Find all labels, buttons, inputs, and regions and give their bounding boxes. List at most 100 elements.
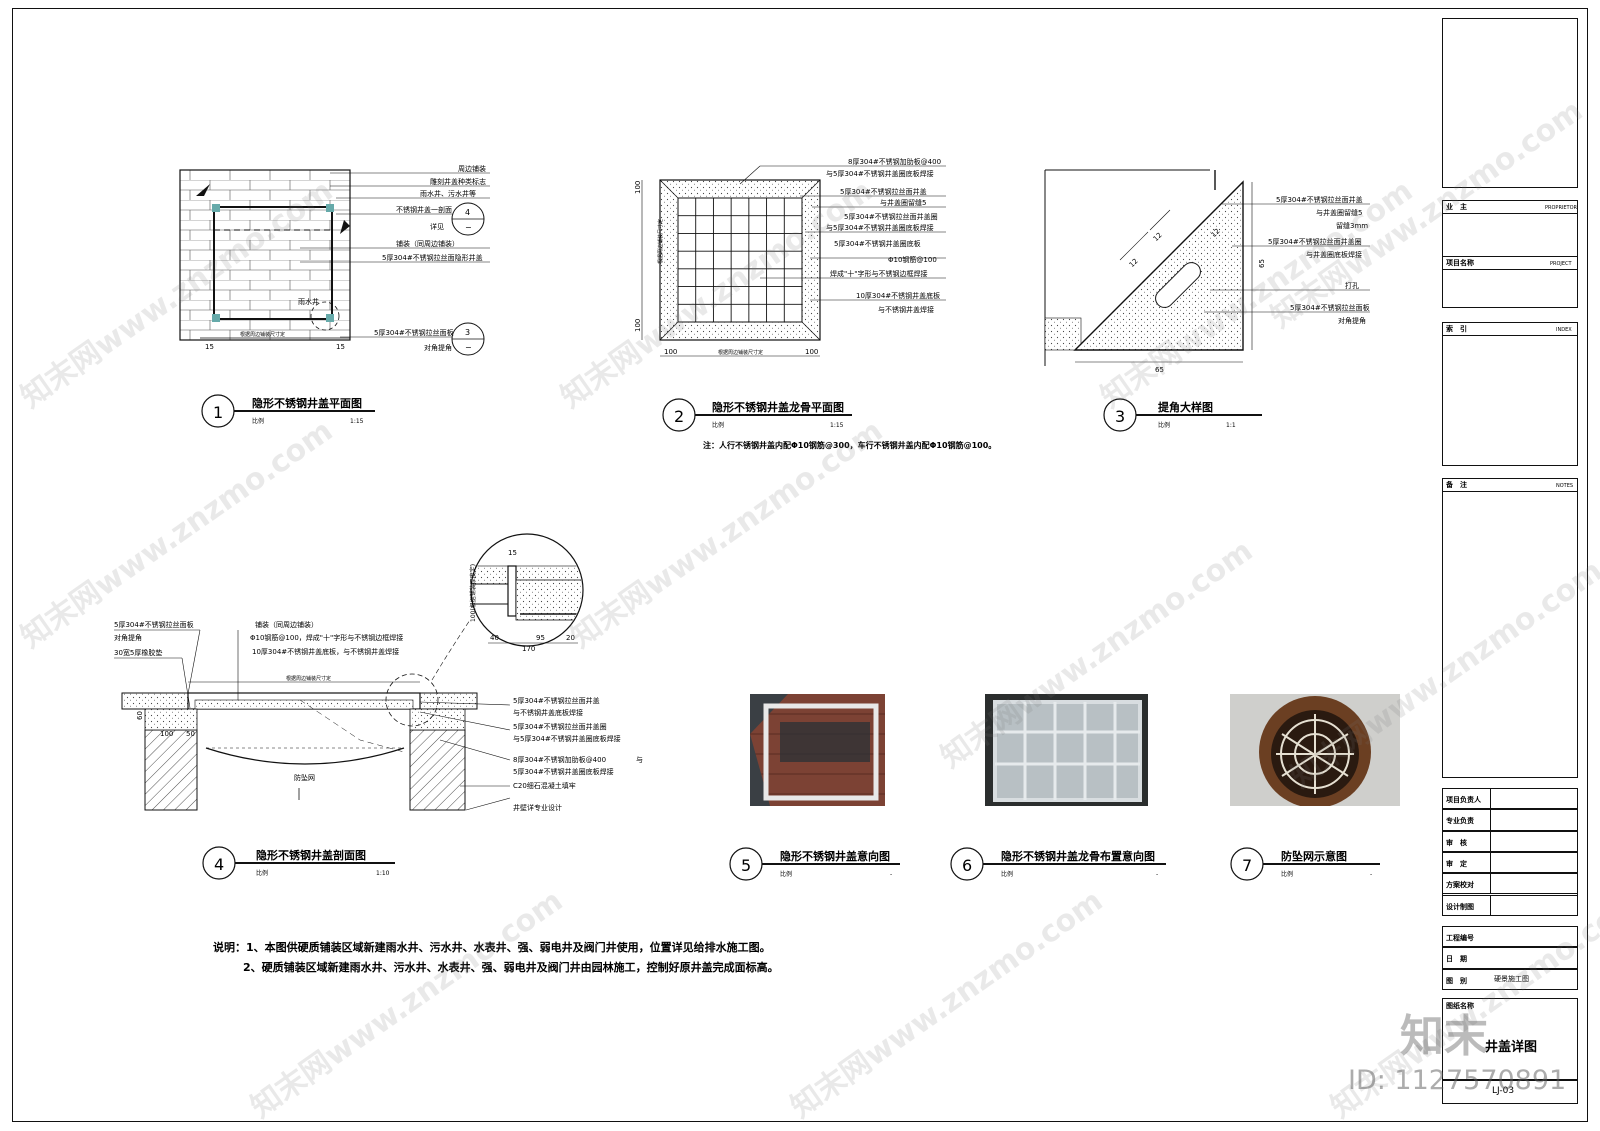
d4-cl-top-2: 10厚304#不锈钢井盖底板，与不锈钢井盖焊接 bbox=[252, 647, 399, 656]
d4-cl-left-2: 30宽5厚橡胶垫 bbox=[114, 648, 162, 657]
drawing-6-title: 6 隐形不锈钢井盖龙骨布置意向图 比例 - bbox=[950, 847, 1166, 881]
d5-scale-label: 比例 bbox=[780, 870, 792, 878]
d4-cl-right-6: 5厚304#不锈钢井盖圈底板焊接 bbox=[513, 767, 614, 776]
d2-scale: 1:15 bbox=[830, 422, 844, 429]
d4-num: 4 bbox=[214, 855, 224, 874]
d3-scale: 1:1 bbox=[1226, 422, 1236, 429]
d2-callout-10: 与不锈钢井盖焊接 bbox=[878, 305, 934, 314]
svg-text:−: − bbox=[465, 343, 472, 352]
d6-num: 6 bbox=[962, 856, 972, 875]
d4-cl-right-4: 8厚304#不锈钢加肋板@400 bbox=[513, 755, 606, 764]
d4-detail-dim-4: 170 bbox=[522, 645, 535, 653]
d1-callout-6: 5厚304#不锈钢拉丝面隐形井盖 bbox=[382, 253, 483, 262]
tb-project-en: PROJECT bbox=[1550, 261, 1572, 267]
tb-role-label: 专业负责 bbox=[1446, 817, 1474, 826]
d3-dim-b: 12 bbox=[1152, 231, 1164, 243]
d1-callout-3: 不锈钢井盖一剖面 bbox=[396, 205, 452, 214]
d2-callout-6: 5厚304#不锈钢井盖圈底板 bbox=[834, 239, 921, 248]
tb-role-row: 专业负责 bbox=[1442, 809, 1578, 831]
photo-safety-net bbox=[1230, 694, 1400, 806]
svg-text:−: − bbox=[465, 223, 472, 232]
photo-frame-layout bbox=[985, 694, 1148, 806]
note-line-2: 2、硬质铺装区域新建雨水井、污水井、水表井、强、弱电井及阀门井由园林施工，控制好… bbox=[243, 961, 779, 974]
d3-callout-7: 对角提角 bbox=[1338, 316, 1366, 325]
d4-cl-right-2: 5厚304#不锈钢拉丝面井盖圈 bbox=[513, 722, 607, 731]
d1-callout-8: 对角提角 bbox=[424, 343, 452, 352]
d1-callout-4: 详见 bbox=[430, 222, 444, 231]
d3-scale-label: 比例 bbox=[1158, 421, 1170, 429]
d1-inner-label: 雨水井 bbox=[298, 297, 319, 306]
d7-num: 7 bbox=[1242, 856, 1252, 875]
d4-cl-right-0: 5厚304#不锈钢拉丝面井盖 bbox=[513, 696, 600, 705]
tb-index-en: INDEX bbox=[1556, 327, 1572, 333]
d1-ref-a: 4 bbox=[465, 208, 470, 217]
d1-num: 1 bbox=[213, 403, 223, 422]
svg-text:根据周边铺装尺寸定: 根据周边铺装尺寸定 bbox=[718, 349, 763, 356]
d1-ref-b: 3 bbox=[465, 328, 470, 337]
d4-cl-top-1: Φ10钢筋@100，焊成"十"字形与不锈钢边框焊接 bbox=[250, 633, 403, 642]
d2-dim-bl: 100 bbox=[664, 348, 677, 356]
d4-net-label: 防坠网 bbox=[294, 773, 315, 782]
d4-cl-right-1: 与不锈钢井盖底板焊接 bbox=[513, 708, 583, 717]
drawing-4-section: 根据周边铺装尺寸定 60 100 50 防坠网 15 40 95 20 170 … bbox=[114, 533, 643, 880]
tb-notes-en: NOTES bbox=[1556, 483, 1574, 489]
d1-scale: 1:15 bbox=[350, 418, 364, 425]
d2-callout-0: 8厚304#不锈钢加肋板@400 bbox=[848, 157, 941, 166]
tb-role-row: 审 定 bbox=[1442, 851, 1578, 874]
d2-dim-bot: 100 bbox=[634, 319, 642, 332]
d4-cl-right-5: 与 bbox=[636, 756, 643, 764]
d3-callout-0: 5厚304#不锈钢拉丝面井盖 bbox=[1276, 195, 1363, 204]
d1-callout-5: 铺装（同周边铺装） bbox=[396, 239, 459, 248]
d1-callout-0: 周边铺装 bbox=[458, 164, 486, 173]
d4-detail-dim-0: 15 bbox=[508, 549, 517, 557]
tb-role-label: 审 定 bbox=[1446, 859, 1467, 868]
tb-notes-label: 备 注 bbox=[1446, 481, 1467, 489]
d5-num: 5 bbox=[741, 856, 751, 875]
d1-dim-bottom: 根据周边铺装尺寸定 bbox=[240, 331, 285, 338]
d3-callout-2: 留缝3mm bbox=[1336, 221, 1368, 230]
drawing-7-title: 7 防坠网示意图 比例 - bbox=[1230, 847, 1380, 881]
drawing-2-frame-plan: 100 100 根据周边铺装尺寸定 100 100 根据周边铺装尺寸定 8厚30… bbox=[634, 157, 996, 450]
d3-dim-c: 12 bbox=[1210, 227, 1222, 239]
d1-callout-1: 雕刻井盖种类标志 bbox=[430, 177, 486, 186]
d3-dim-bottom: 65 bbox=[1155, 366, 1164, 374]
tb-meta-label: 图 别 bbox=[1446, 976, 1467, 985]
d2-dim-top: 100 bbox=[634, 181, 642, 194]
d1-dim-right: 15 bbox=[336, 343, 345, 351]
d4-detail-dim-3: 20 bbox=[566, 634, 575, 642]
photo-cover-example bbox=[750, 694, 885, 806]
d6-title: 隐形不锈钢井盖龙骨布置意向图 bbox=[1001, 849, 1155, 863]
tb-sheet-name-label: 图纸名称 bbox=[1446, 1002, 1474, 1010]
tb-sheet-name: 井盖详图 bbox=[1485, 1040, 1538, 1055]
d2-dim-br: 100 bbox=[805, 348, 818, 356]
tb-sheet-no: LJ-03 bbox=[1492, 1086, 1515, 1096]
d2-callout-1: 与5厚304#不锈钢井盖圈底板焊接 bbox=[826, 169, 934, 178]
d3-dim-side: 65 bbox=[1258, 259, 1266, 268]
id-watermark: ID: 1127570891 bbox=[1348, 1065, 1567, 1096]
note-line-1: 说明：1、本图供硬质铺装区域新建雨水井、污水井、水表井、强、弱电井及阀门井使用，… bbox=[213, 941, 771, 954]
d4-cl-top-0: 铺装（同周边铺装） bbox=[255, 620, 318, 629]
d3-title: 提角大样图 bbox=[1158, 400, 1213, 414]
d2-scale-label: 比例 bbox=[712, 421, 724, 429]
brand-watermark: 知末 bbox=[1400, 1011, 1488, 1062]
d4-dim-mid: 根据周边铺装尺寸定 bbox=[286, 675, 331, 682]
d4-cl-left-0: 5厚304#不锈钢拉丝面板 bbox=[114, 620, 194, 629]
tb-role-label: 项目负责人 bbox=[1446, 796, 1481, 804]
d2-callout-9: 10厚304#不锈钢井盖底板 bbox=[856, 291, 940, 300]
tb-role-label: 审 核 bbox=[1446, 838, 1467, 847]
tb-owner-label: 业 主 bbox=[1446, 203, 1467, 211]
d1-title: 隐形不锈钢井盖平面图 bbox=[252, 396, 362, 410]
d5-title: 隐形不锈钢井盖意向图 bbox=[780, 849, 890, 863]
d4-scale: 1:10 bbox=[376, 870, 390, 877]
d7-scale-label: 比例 bbox=[1281, 870, 1293, 878]
drawing-frame bbox=[12, 8, 1588, 1122]
d6-scale: - bbox=[1156, 871, 1158, 878]
d2-num: 2 bbox=[674, 407, 684, 426]
tb-meta-label: 工程编号 bbox=[1446, 934, 1474, 942]
d2-callout-2: 5厚304#不锈钢拉丝面井盖 bbox=[840, 187, 927, 196]
d1-callout-7: 5厚304#不锈钢拉丝面板 bbox=[374, 328, 454, 337]
d3-callout-1: 与井盖圈留缝5 bbox=[1316, 208, 1362, 217]
d4-scale-label: 比例 bbox=[256, 869, 268, 877]
d4-cl-right-8: 井壁详专业设计 bbox=[513, 803, 562, 812]
tb-role-row: 方案校对 bbox=[1442, 873, 1578, 895]
